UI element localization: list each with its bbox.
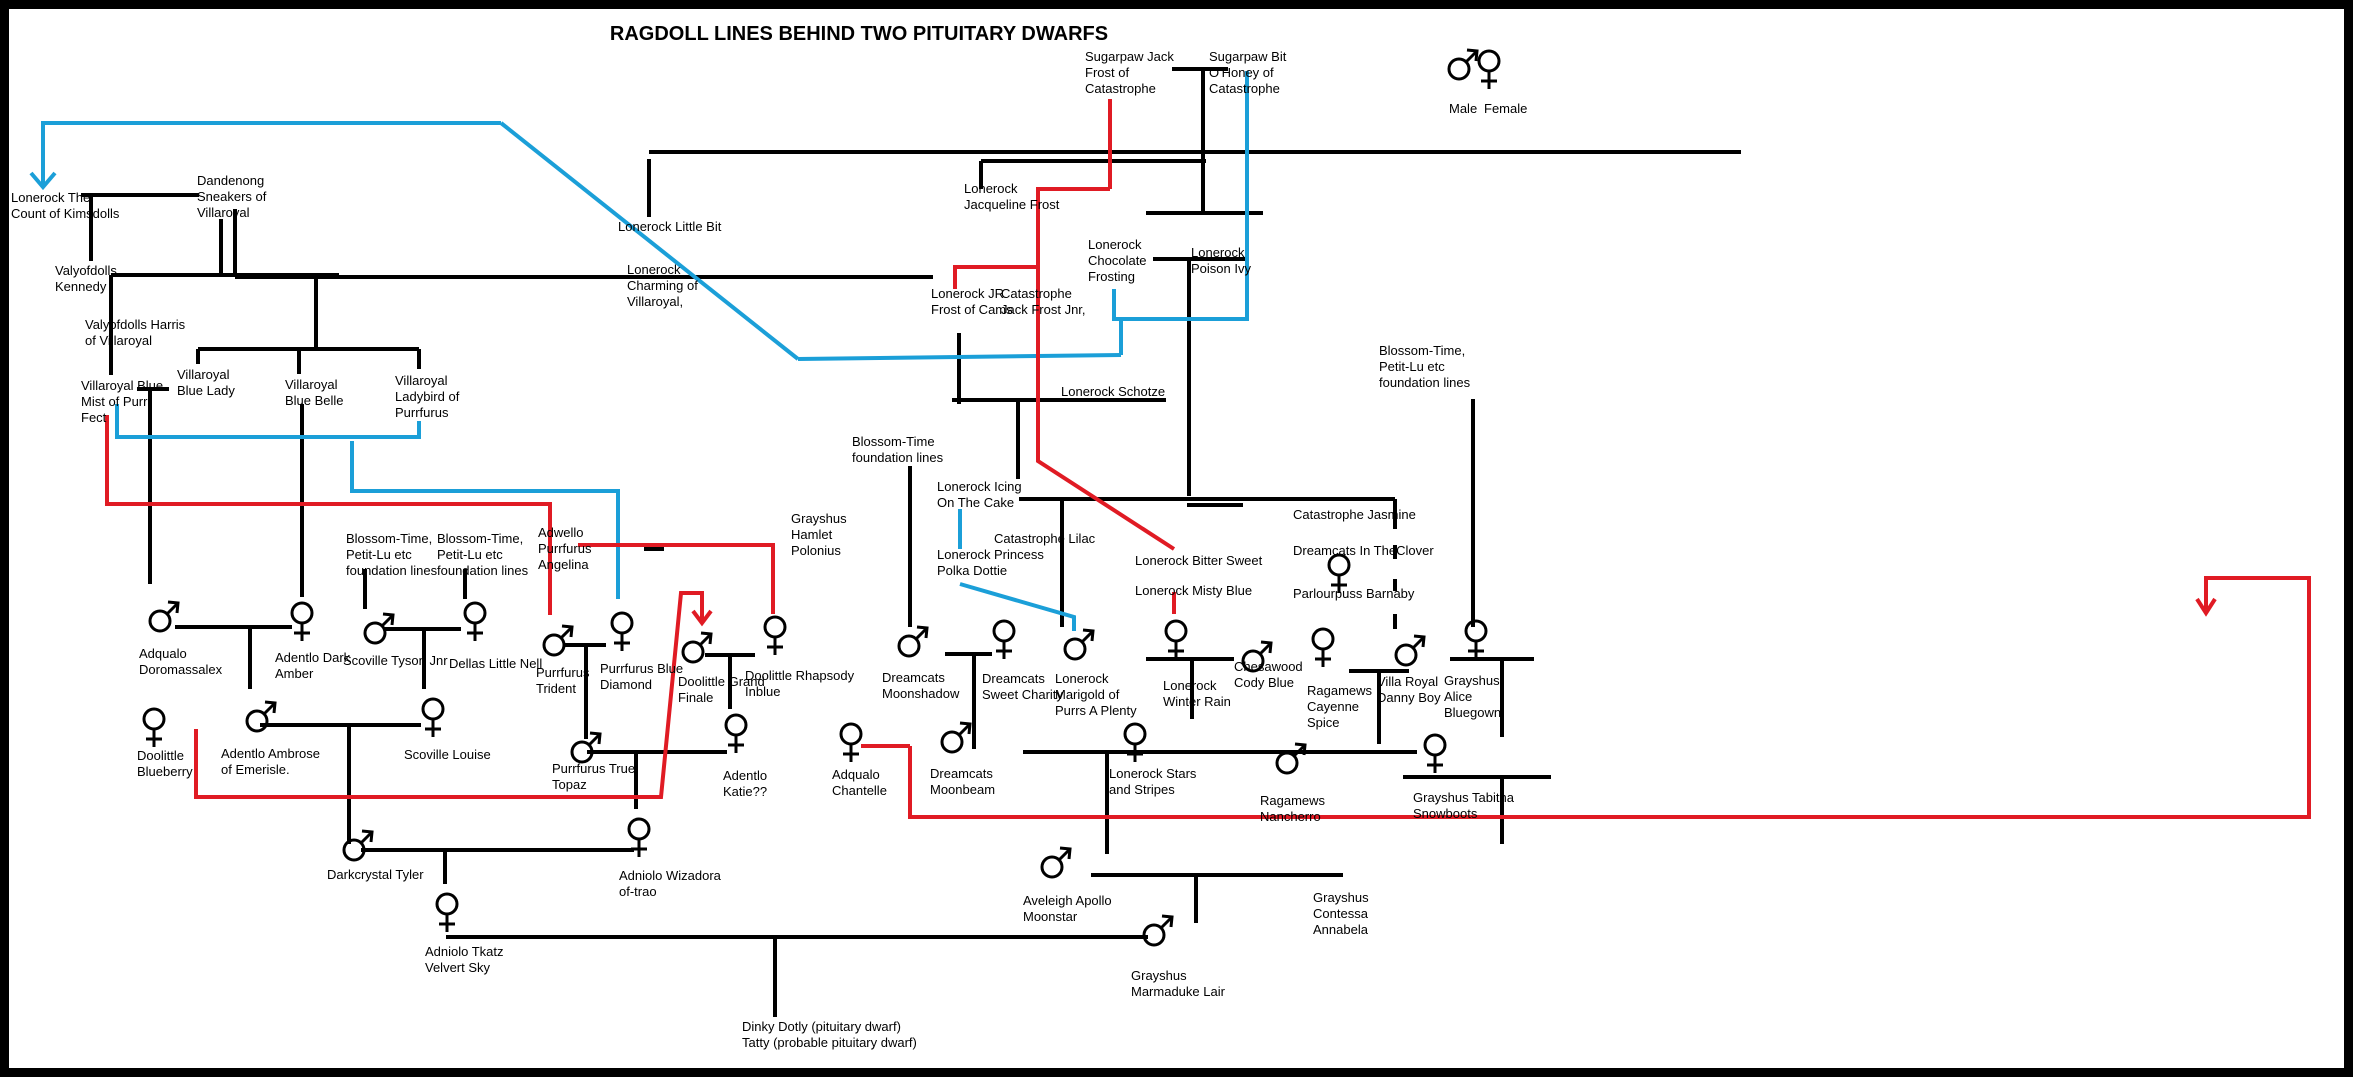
node-adqualo-doromassalex: Adqualo Doromassalex: [139, 646, 223, 677]
node-lonerock-marigold: Lonerock Marigold of Purrs A Plenty: [1055, 671, 1137, 718]
node-villaroyal-ladybird: Villaroyal Ladybird of Purrfurus: [395, 373, 460, 420]
node-ragamews-cayenne: Ragamews Cayenne Spice: [1307, 683, 1373, 730]
node-blossom-mid2: Blossom-Time, Petit-Lu etc foundation li…: [437, 531, 529, 578]
node-blossom-mid1: Blossom-Time, Petit-Lu etc foundation li…: [346, 531, 438, 578]
node-scoville-tyson: Scoville Tyson Jnr: [343, 653, 448, 668]
node-grayshus-tabitha: Grayshus Tabitha Snowboots: [1413, 790, 1514, 821]
node-grayshus-marmaduke: Grayshus Marmaduke Lair: [1131, 968, 1225, 999]
node-lonerock-jr: Lonerock JR Frost of Cams: [931, 286, 1013, 317]
node-adniolo-wizadora: Adniolo Wizadora of-trao: [619, 868, 721, 899]
node-dreamcats-clover: Dreamcats In TheClover: [1293, 543, 1434, 558]
node-valyofdolls-harris: Valyofdolls Harris of Villaroyal: [85, 317, 186, 348]
node-catastrophe-jasmine: Catastrophe Jasmine: [1293, 507, 1416, 522]
red-lines: [105, 129, 2311, 819]
pedigree-lines: [29, 48, 2311, 1017]
node-villa-royal-danny: Villa Royal Danny Boy: [1377, 674, 1441, 705]
node-adentlo-dark-amber: Adentlo Dark Amber: [275, 650, 351, 681]
node-purrfurus-trident: Purrfurus Trident: [536, 665, 590, 696]
node-lonerock-charming: Lonerock Charming of Villaroyal,: [627, 262, 698, 309]
node-parlourpuss: Parlourpuss Barnaby: [1293, 586, 1415, 601]
node-dreamcats-sweet-charity: Dreamcats Sweet Charity: [982, 671, 1063, 702]
node-blossom-foundation: Blossom-Time foundation lines: [852, 434, 944, 465]
legend-female-label: Female: [1484, 101, 1528, 116]
node-villaroyal-blue-mist: Villaroyal Blue Mist of Purr- Fect: [81, 378, 164, 425]
node-lonerock-bitter: Lonerock Bitter Sweet: [1135, 553, 1263, 568]
node-grayshus-alice: Grayshus Alice Bluegown: [1444, 673, 1502, 720]
diagram-title: RAGDOLL LINES BEHIND TWO PITUITARY DWARF…: [609, 23, 1109, 45]
node-catastrophe-jack-jnr: Catastrophe Jack Frost Jnr,: [1001, 286, 1086, 317]
node-dreamcats-moonbeam: Dreamcats Moonbeam: [930, 766, 996, 797]
node-lonerock-chocolate: Lonerock Chocolate Frosting: [1088, 237, 1147, 284]
node-lonerock-count: Lonerock The Count of Kimsdolls: [11, 190, 120, 221]
node-catastrophe-lilac: Catastrophe Lilac Princess: [994, 531, 1096, 562]
node-lonerock-poison: Lonerock Poison Ivy: [1191, 245, 1251, 276]
node-grayshus-hamlet: Grayshus Hamlet Polonius: [791, 511, 847, 558]
node-valyofdolls-kennedy: Valyofdolls Kennedy: [55, 263, 117, 294]
node-purrfurus-topaz: Purrfurus True Topaz: [552, 761, 636, 792]
node-dellas-little-nell: Dellas Little Nell: [449, 656, 543, 671]
node-doolittle-grand: Doolittle Grand Finale: [678, 674, 765, 705]
node-blossom-right: Blossom-Time, Petit-Lu etc foundation li…: [1379, 343, 1471, 390]
node-scoville-louise: Scoville Louise: [404, 747, 491, 762]
node-adentlo-katie: Adentlo Katie??: [723, 768, 768, 799]
node-lonerock-polka: Lonerock Polka Dottie: [937, 547, 1008, 578]
node-darkcrystal-tyler: Darkcrystal Tyler: [327, 867, 424, 882]
node-sugarpaw-bit: Sugarpaw Bit O'Honey of Catastrophe: [1209, 49, 1287, 96]
node-adqualo-chantelle: Adqualo Chantelle: [832, 767, 887, 798]
node-adniolo-tkatz: Adniolo Tkatz Velvert Sky: [425, 944, 504, 975]
node-dandenong: Dandenong Sneakers of Villaroyal: [197, 173, 267, 220]
node-dreamcats-moonshadow: Dreamcats Moonshadow: [882, 670, 960, 701]
node-aveleigh-apollo: Aveleigh Apollo Moonstar: [1023, 893, 1112, 924]
node-villaroyal-blue-lady: Villaroyal Blue Lady: [177, 367, 235, 398]
node-lonerock-schotze: Lonerock Schotze: [1061, 384, 1166, 399]
node-adentlo-ambrose: Adentlo Ambrose of Emerisle.: [221, 746, 321, 777]
node-lonerock-winter-rain: Lonerock Winter Rain: [1163, 678, 1231, 709]
node-ragamews-nancherro: Ragamews Nancherro: [1260, 793, 1326, 824]
node-lonerock-icing: Lonerock Icing On The Cake: [937, 479, 1022, 510]
node-grayshus-contessa: Grayshus Contessa Annabela: [1313, 890, 1369, 937]
node-purrfurus-blue-diamond: Purrfurus Blue Diamond: [600, 661, 684, 692]
node-lonerock-stars: Lonerock Stars and Stripes: [1109, 766, 1197, 797]
node-adwello-angelina: Adwello Purrfurus Angelina: [538, 525, 592, 572]
legend-male-label: Male: [1449, 101, 1478, 116]
node-villaroyal-blue-belle: Villaroyal Blue Belle: [285, 377, 344, 408]
node-lonerock-little-bit: Lonerock Little Bit: [618, 219, 722, 234]
node-lonerock-misty: Lonerock Misty Blue: [1135, 583, 1253, 598]
node-doolittle-blueberry: Doolittle Blueberry: [137, 748, 193, 779]
node-lonerock-jacqueline: Lonerock Jacqueline Frost: [964, 181, 1060, 212]
black-lines: [81, 67, 1741, 1017]
node-sugarpaw-jack: Sugarpaw Jack Frost of Catastrophe: [1085, 49, 1174, 96]
node-dinky-dotly: Dinky Dotly (pituitary dwarf) Tatty (pro…: [742, 1019, 917, 1050]
pedigree-canvas: RAGDOLL LINES BEHIND TWO PITUITARY DWARF…: [9, 9, 2344, 1068]
node-doolittle-rhapsody: Doolittle Rhapsody Inblue: [745, 668, 855, 699]
node-chesawood-cody: Chesawood Cody Blue: [1234, 659, 1303, 690]
